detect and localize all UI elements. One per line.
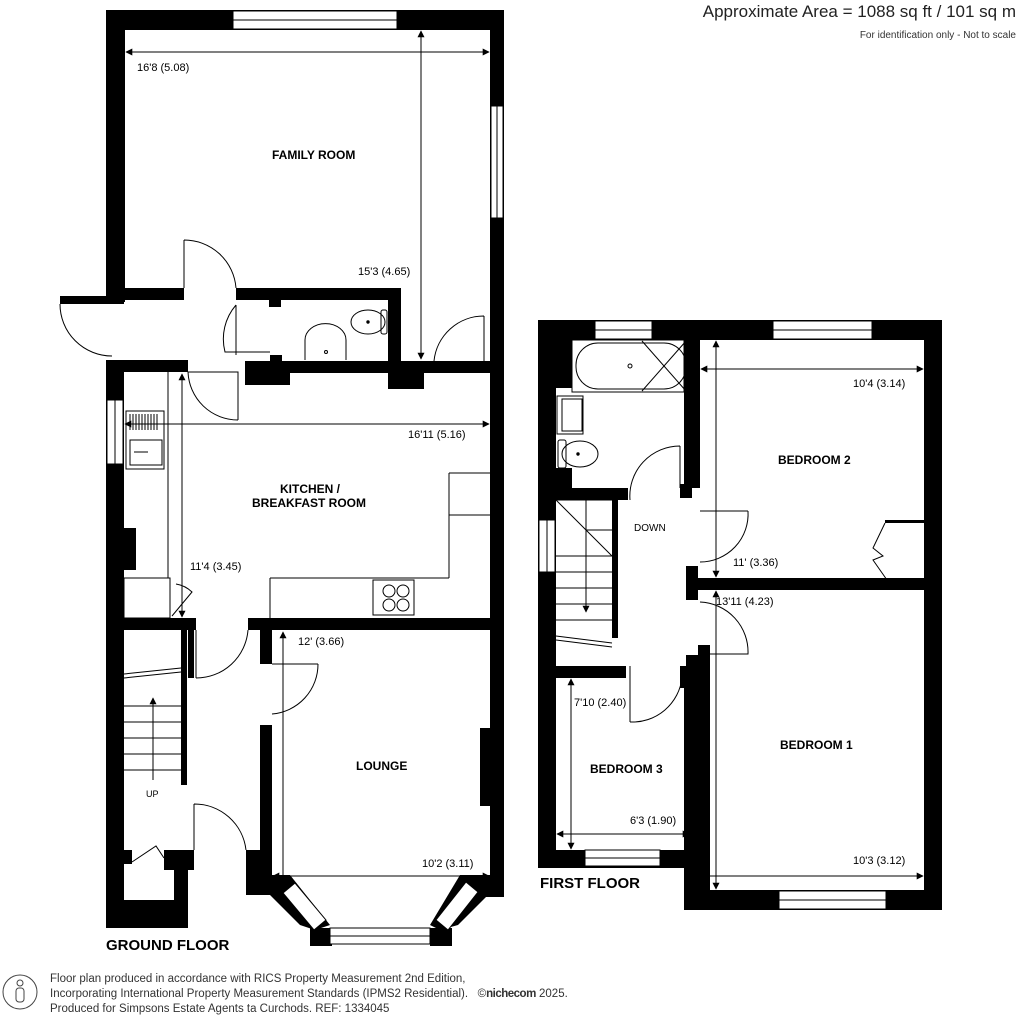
dim-bedroom-1-width: 10'3 (3.12) (853, 855, 906, 867)
identification-note: For identification only - Not to scale (859, 30, 1016, 41)
first-floor-walls (538, 320, 942, 910)
person-icon (2, 974, 38, 1010)
approximate-area: Approximate Area = 1088 sq ft / 101 sq m (702, 2, 1016, 21)
copyright-symbol: © (477, 988, 487, 1000)
ground-floor-windows (106, 10, 504, 945)
room-label-kitchen-line1: KITCHEN / (280, 482, 340, 496)
stairs-down-label: DOWN (634, 523, 666, 534)
footer-line-1: Floor plan produced in accordance with R… (50, 973, 466, 985)
copyright-year: 2025. (539, 988, 568, 1000)
room-label-kitchen-line2: BREAKFAST ROOM (252, 496, 366, 510)
dim-kitchen-length: 11'4 (3.45) (190, 561, 242, 573)
footer-line-2: Incorporating International Property Mea… (50, 987, 568, 1002)
brand-logo: nichecom (486, 988, 536, 1000)
footer-disclaimer: Floor plan produced in accordance with R… (50, 972, 568, 1017)
dim-bedroom-3-width: 6'3 (1.90) (630, 815, 677, 827)
first-floor-doors (629, 445, 888, 723)
kitchen-fittings (123, 372, 490, 619)
ground-floor-dimension-lines (124, 30, 490, 891)
first-floor-label: FIRST FLOOR (540, 875, 640, 892)
dim-bedroom-2-length: 11' (3.36) (733, 557, 779, 569)
stairs-up-label: UP (146, 789, 159, 799)
room-label-family-room: FAMILY ROOM (272, 148, 356, 162)
dim-bedroom-2-width: 10'4 (3.14) (853, 378, 906, 390)
dim-bedroom-3-length: 7'10 (2.40) (574, 697, 627, 709)
ground-floor-doors (59, 239, 485, 863)
ground-floor-label: GROUND FLOOR (106, 937, 230, 954)
dim-family-room-length: 15'3 (4.65) (358, 266, 411, 278)
footer-line-2-text: Incorporating International Property Mea… (50, 988, 469, 1000)
dim-lounge-length: 12' (3.66) (298, 636, 345, 648)
first-floor-dimension-lines (556, 340, 924, 890)
kitchen-radiator-fins (129, 414, 158, 430)
dim-lounge-width: 10'2 (3.11) (422, 858, 474, 870)
wc-fixtures (304, 309, 388, 360)
dim-bedroom-1-length: 13'11 (4.23) (716, 596, 774, 608)
room-label-bedroom-1: BEDROOM 1 (780, 738, 853, 752)
room-label-bedroom-2: BEDROOM 2 (778, 453, 851, 467)
dim-kitchen-width: 16'11 (5.16) (408, 429, 466, 441)
room-label-lounge: LOUNGE (356, 759, 408, 773)
dim-family-room-width: 16'8 (5.08) (137, 62, 190, 74)
first-floor-windows (538, 320, 887, 910)
ground-floor-stairs (123, 667, 182, 780)
footer-line-3: Produced for Simpsons Estate Agents ta C… (50, 1003, 390, 1015)
first-floor-stairs (555, 499, 613, 648)
room-label-bedroom-3: BEDROOM 3 (590, 762, 663, 776)
bathroom-fixtures (556, 339, 687, 469)
